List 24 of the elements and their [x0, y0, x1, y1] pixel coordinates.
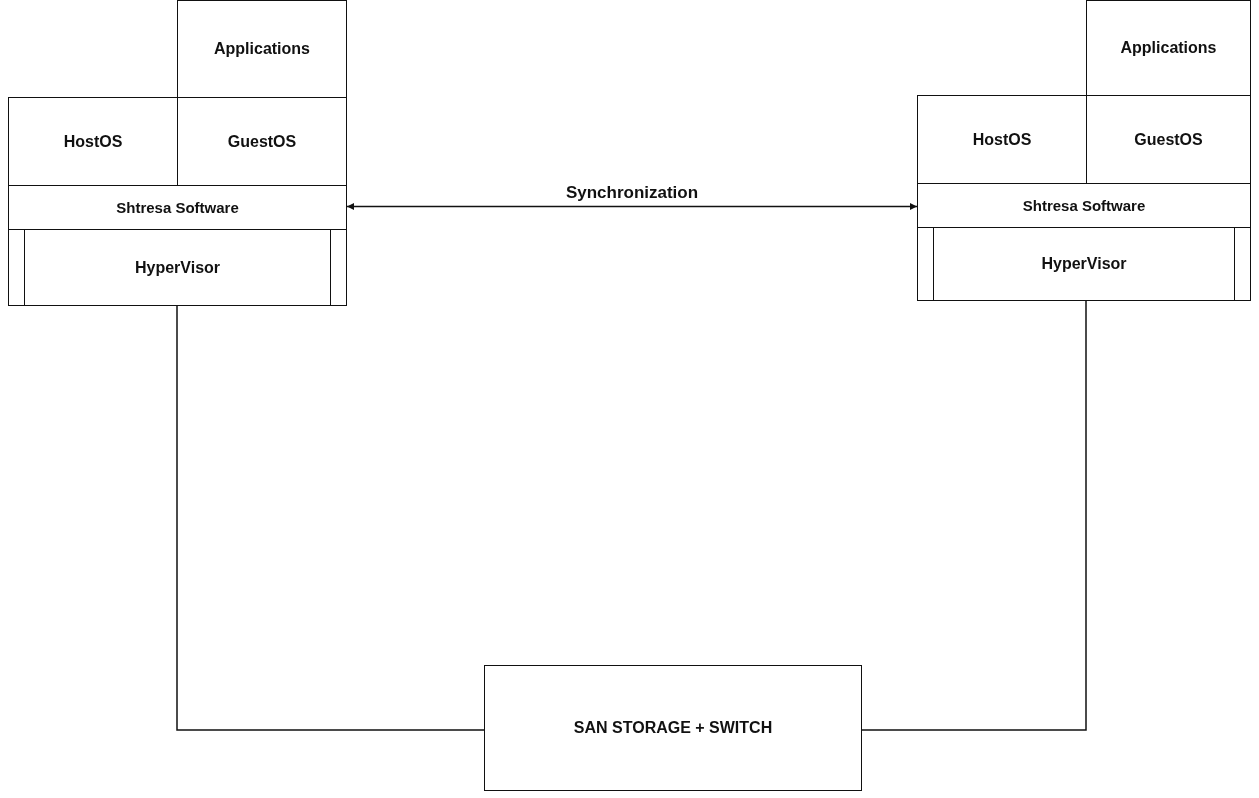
connector-line: [861, 300, 1087, 731]
box-label: GuestOS: [1134, 130, 1203, 149]
layer-box: [917, 227, 1251, 301]
box-label: HyperVisor: [134, 258, 221, 277]
layer-box: [8, 229, 347, 306]
box-label: HyperVisor: [1041, 255, 1127, 273]
box-label: Applications: [214, 40, 310, 58]
box-label: SAN STORAGE + SWITCH: [573, 719, 773, 737]
box-label: Shtresa Software: [1022, 197, 1146, 214]
layer-box: [8, 185, 347, 230]
edge-label: Synchronization: [565, 182, 699, 203]
box-label: HostOS: [972, 130, 1032, 149]
layer-box: [484, 665, 862, 791]
box-label: Applications: [1120, 39, 1217, 57]
layer-box: [917, 183, 1251, 228]
layer-box: [1086, 0, 1251, 96]
connector-line: [176, 305, 485, 731]
box-label: HostOS: [63, 132, 123, 151]
layer-box: [917, 95, 1087, 184]
layer-box: [177, 0, 347, 98]
box-label: GuestOS: [227, 132, 297, 151]
box-label: Shtresa Software: [116, 199, 239, 216]
double-arrow: [346, 203, 918, 210]
layer-box: [8, 97, 178, 186]
